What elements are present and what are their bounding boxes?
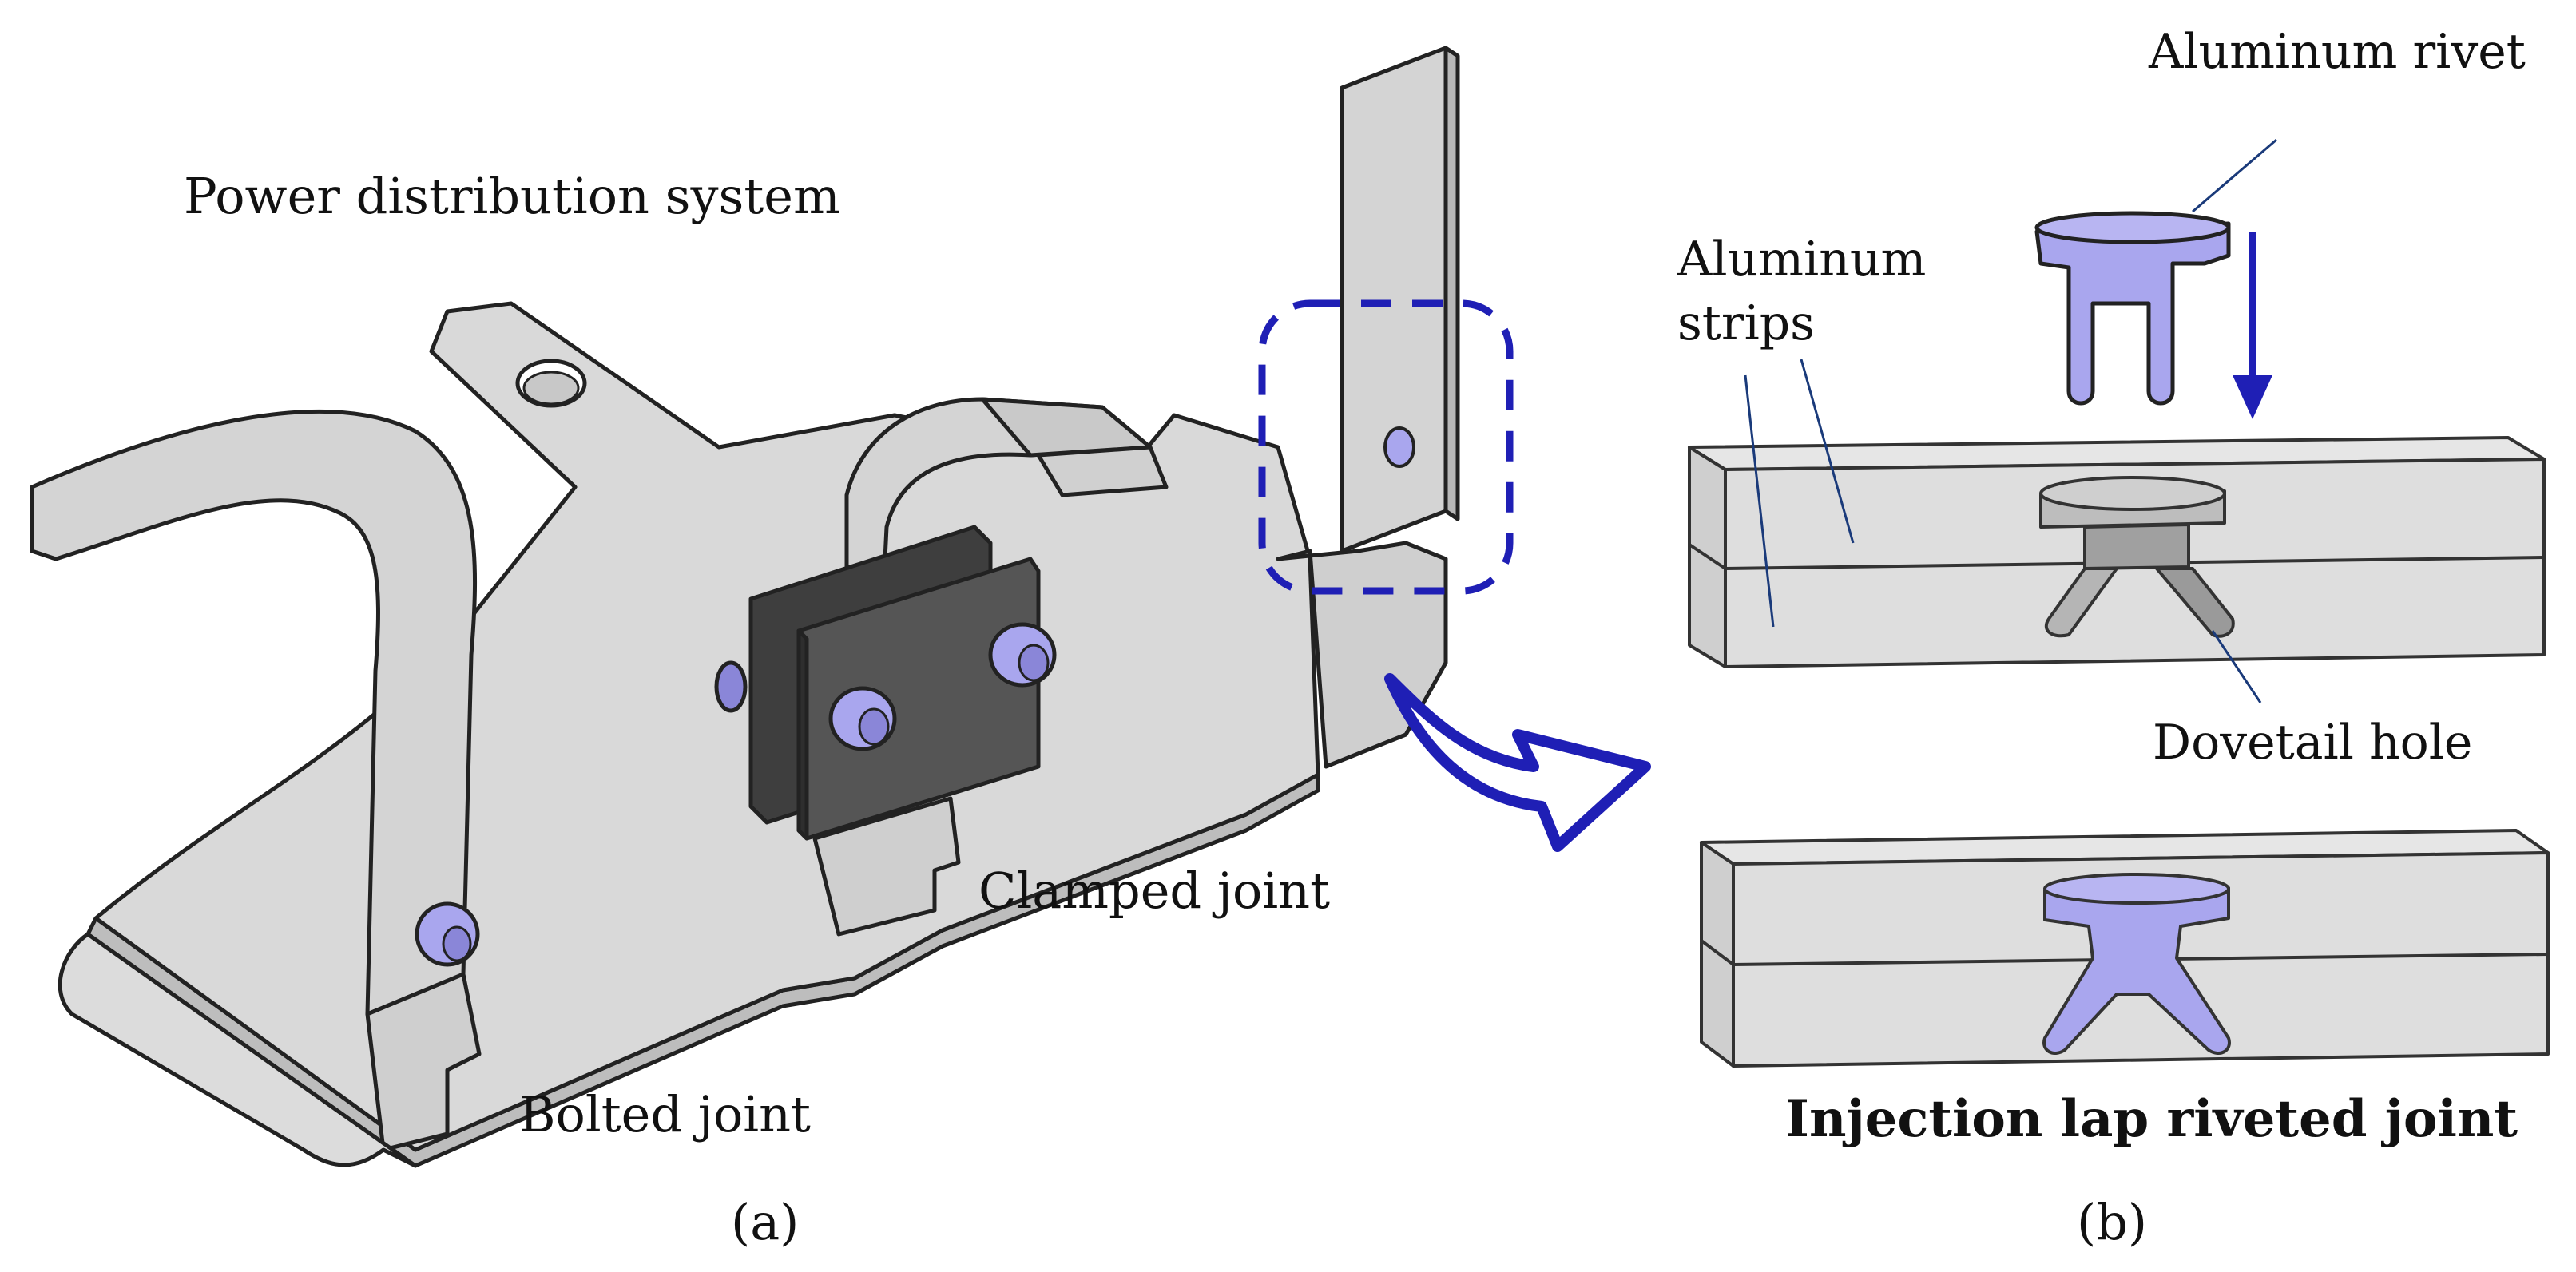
bolt-hook <box>415 901 480 967</box>
clamp-tab <box>1036 445 1169 497</box>
bolt-clamp-right <box>988 622 1057 688</box>
dovetail-hole-label: Dovetail hole <box>2153 715 2473 771</box>
highlight-box <box>1258 299 1514 595</box>
vertical-strip <box>1340 46 1448 553</box>
power-distribution-assembly <box>30 46 1460 1168</box>
strips-leader-bottom <box>1744 374 1775 628</box>
transition-arrow <box>1384 673 1651 852</box>
bolt-clamp-left <box>828 686 897 751</box>
clamp-plate-front-edge <box>796 628 809 841</box>
panel-a-caption: (a) <box>731 1193 800 1251</box>
clamp-foot <box>812 796 961 937</box>
panel-a-title: Power distribution system <box>184 167 840 225</box>
mounting-hole-inner <box>522 371 580 406</box>
bottom-sheet <box>58 932 418 1168</box>
strips-before <box>1688 436 2546 668</box>
dovetail-leader <box>2211 630 2262 703</box>
strips-leader-top <box>1800 359 1855 544</box>
bolt-clamp-back <box>714 660 748 713</box>
injection-lap-riveted-joint-title: Injection lap riveted joint <box>1785 1089 2518 1149</box>
strip-hole <box>1383 426 1415 468</box>
press-arrow <box>2233 232 2272 419</box>
aluminum-rivet-label: Aluminum rivet <box>2149 24 2526 80</box>
aluminum-strips-label-line2: strips <box>1677 295 1815 351</box>
rivet-leader <box>2192 138 2277 213</box>
strips-after <box>1700 829 2550 1068</box>
vertical-strip-edge <box>1443 46 1460 521</box>
bolted-joint-label: Bolted joint <box>519 1085 811 1143</box>
clamped-joint-label: Clamped joint <box>978 862 1331 920</box>
panel-b-caption: (b) <box>2077 1193 2148 1251</box>
aluminum-strips-label-line1: Aluminum <box>1677 232 1927 287</box>
aluminum-rivet <box>2034 211 2231 406</box>
